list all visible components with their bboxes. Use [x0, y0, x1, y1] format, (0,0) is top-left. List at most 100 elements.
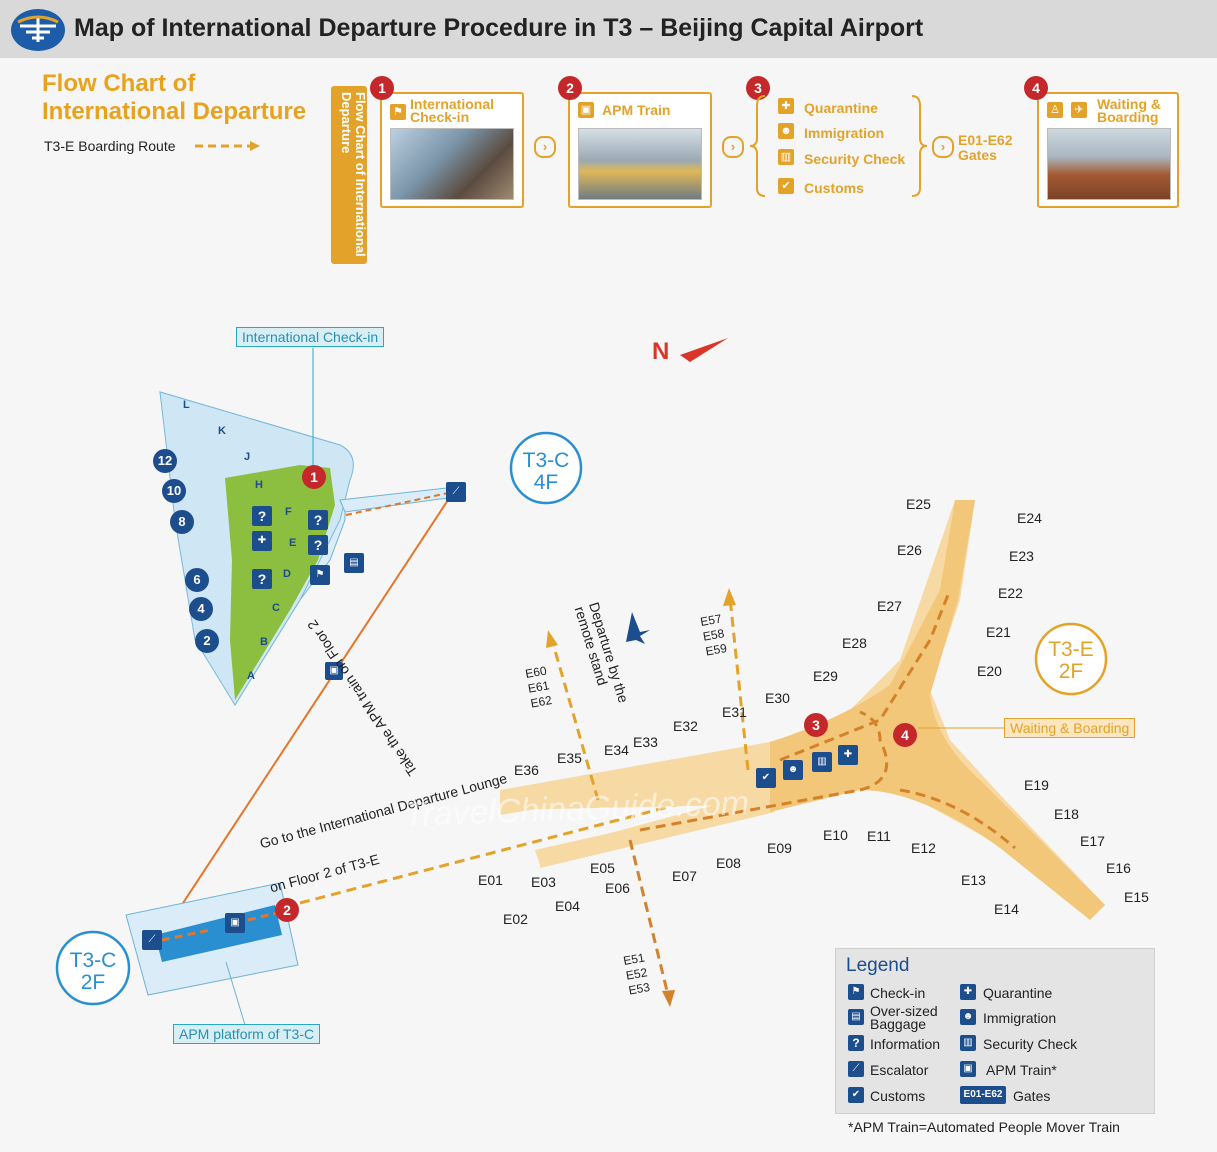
gate-e19: E19	[1024, 777, 1049, 793]
legend-customs: Customs	[870, 1088, 926, 1104]
gate-e06: E06	[605, 880, 630, 896]
map-step3-marker: 3	[804, 713, 828, 737]
door-10: 10	[162, 479, 186, 503]
immigration-icon: ☻	[783, 760, 803, 780]
step2-label: APM Train	[602, 102, 671, 118]
quarantine-icon: ✚	[838, 745, 858, 765]
check-in-icon: ⚑	[310, 565, 330, 585]
checkin-row-k: K	[218, 425, 226, 437]
legend-apm-train: APM Train*	[986, 1062, 1057, 1078]
customs-icon: ✔	[756, 768, 776, 788]
security-check-icon: ▥	[778, 149, 794, 165]
t3e-2f-label: T3-E 2F	[1048, 638, 1094, 683]
flowchart-title-line2: International Departure	[42, 98, 307, 125]
checkin-row-a: A	[247, 670, 255, 682]
gates-range-label: E01-E62 Gates	[958, 132, 1013, 163]
checkin-row-h: H	[255, 479, 263, 491]
legend-baggage: Over-sized Baggage	[870, 1003, 938, 1032]
waiting-hall-photo	[1047, 128, 1171, 200]
legend-escalator: Escalator	[870, 1062, 929, 1078]
quarantine-icon: ✚	[252, 531, 272, 551]
step4-box: ♙ ✈ Waiting & Boarding	[1037, 92, 1179, 208]
checkin-row-b: B	[260, 636, 268, 648]
gate-e13: E13	[961, 872, 986, 888]
legend-gates: Gates	[1013, 1088, 1051, 1104]
airport-logo-icon	[11, 9, 65, 51]
quarantine-icon: ✚	[778, 98, 794, 114]
gate-e25: E25	[906, 496, 931, 512]
step3-quarantine: Quarantine	[804, 100, 878, 116]
baggage-icon: ▤	[848, 1009, 864, 1025]
flowchart-vertical-bar: Flow Chart of International Departure	[331, 86, 368, 264]
apm-train-photo	[578, 128, 702, 200]
gate-e11: E11	[867, 828, 891, 844]
door-2: 2	[195, 629, 219, 653]
escalator-icon: ⟋	[848, 1061, 864, 1077]
apm-train-icon: ▣	[960, 1061, 976, 1077]
step3-security: Security Check	[804, 151, 906, 167]
checkin-row-e: E	[289, 537, 297, 549]
step4-label: Waiting & Boarding	[1097, 96, 1162, 125]
route-legend-label: T3-E Boarding Route	[44, 138, 176, 154]
gate-e24: E24	[1017, 510, 1042, 526]
gate-e31: E31	[722, 704, 747, 720]
step1-box: ⚑ International Check-in	[380, 92, 524, 208]
step3-immigration: Immigration	[804, 125, 885, 141]
gate-e29: E29	[813, 668, 838, 684]
gate-e17: E17	[1080, 833, 1105, 849]
apm-train-icon: ▣	[325, 662, 343, 680]
gate-e26: E26	[897, 542, 922, 558]
gate-e28: E28	[842, 635, 867, 651]
gate-e03: E03	[531, 874, 556, 890]
gate-e27: E27	[877, 598, 902, 614]
gate-e30: E30	[765, 690, 790, 706]
check-in-icon: ⚑	[390, 104, 406, 120]
gate-e21: E21	[986, 624, 1011, 640]
step4-marker: 4	[1024, 76, 1048, 100]
step3-customs: Customs	[804, 180, 864, 196]
door-4: 4	[189, 597, 213, 621]
customs-icon: ✔	[848, 1087, 864, 1103]
flowchart-title-line1: Flow Chart of	[42, 70, 196, 97]
legend-information: Information	[870, 1036, 941, 1052]
apm-train-icon: ▣	[578, 102, 594, 118]
information-icon: ?	[252, 569, 272, 589]
step1-marker: 1	[370, 76, 394, 100]
gate-e05: E05	[590, 860, 615, 876]
map-step2-marker: 2	[275, 898, 299, 922]
map-step4-marker: 4	[893, 723, 917, 747]
arrow-right-icon: ›	[932, 136, 954, 158]
checkin-row-f: F	[285, 506, 292, 518]
information-icon: ?	[252, 506, 272, 526]
baggage-icon: ▤	[344, 553, 364, 573]
checkin-row-d: D	[283, 568, 291, 580]
information-icon: ?	[848, 1035, 864, 1051]
security-check-icon: ▥	[812, 752, 832, 772]
gate-e33: E33	[633, 734, 658, 750]
gate-e22: E22	[998, 585, 1023, 601]
information-icon: ?	[308, 510, 328, 530]
gate-e02: E02	[503, 911, 528, 927]
legend: Legend ⚑ Check-in ✚ Quarantine ▤ Over-si…	[835, 948, 1155, 1114]
boarding-icon: ✈	[1071, 102, 1087, 118]
door-12: 12	[153, 449, 177, 473]
gate-e35: E35	[557, 750, 582, 766]
step2-marker: 2	[558, 76, 582, 100]
checkin-photo	[390, 128, 514, 200]
immigration-icon: ☻	[778, 123, 794, 139]
door-8: 8	[170, 510, 194, 534]
gate-e16: E16	[1106, 860, 1131, 876]
gate-e08: E08	[716, 855, 741, 871]
flowchart-title: Flow Chart of International Departure	[42, 70, 306, 126]
gate-e32: E32	[673, 718, 698, 734]
step1-label: International Check-in	[410, 96, 495, 125]
door-6: 6	[185, 568, 209, 592]
escalator-icon: ⟋	[142, 930, 162, 950]
north-label: N	[652, 338, 670, 365]
intl-checkin-label: International Check-in	[236, 327, 385, 347]
gate-e07: E07	[672, 868, 697, 884]
t3c-2f-label: T3-C 2F	[69, 949, 117, 994]
customs-icon: ✔	[778, 178, 794, 194]
immigration-icon: ☻	[960, 1009, 976, 1025]
gate-e01: E01	[478, 872, 503, 888]
